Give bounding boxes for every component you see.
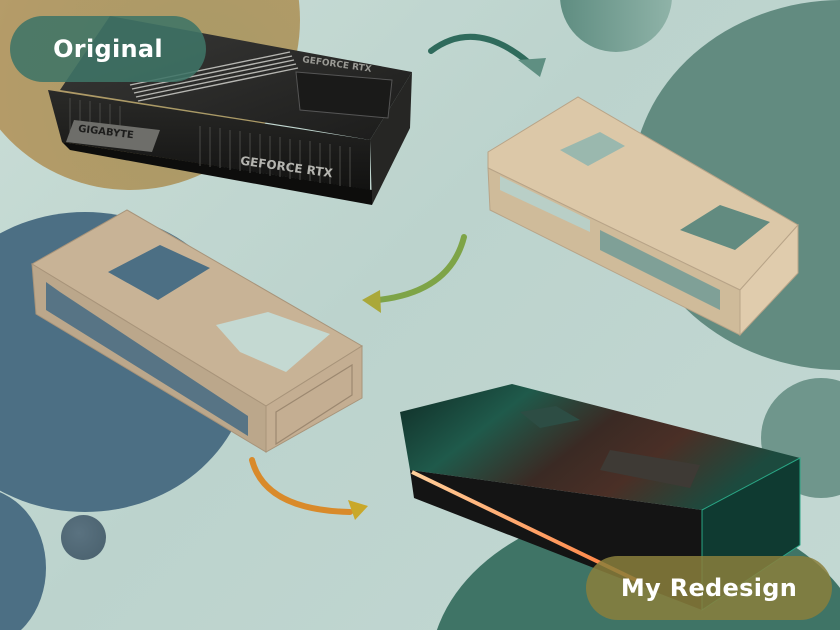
original-label: Original	[10, 16, 206, 82]
redesign-label: My Redesign	[586, 556, 832, 620]
original-label-text: Original	[53, 35, 163, 63]
redesign-label-text: My Redesign	[620, 574, 798, 602]
bg-circle-dot	[61, 515, 106, 560]
